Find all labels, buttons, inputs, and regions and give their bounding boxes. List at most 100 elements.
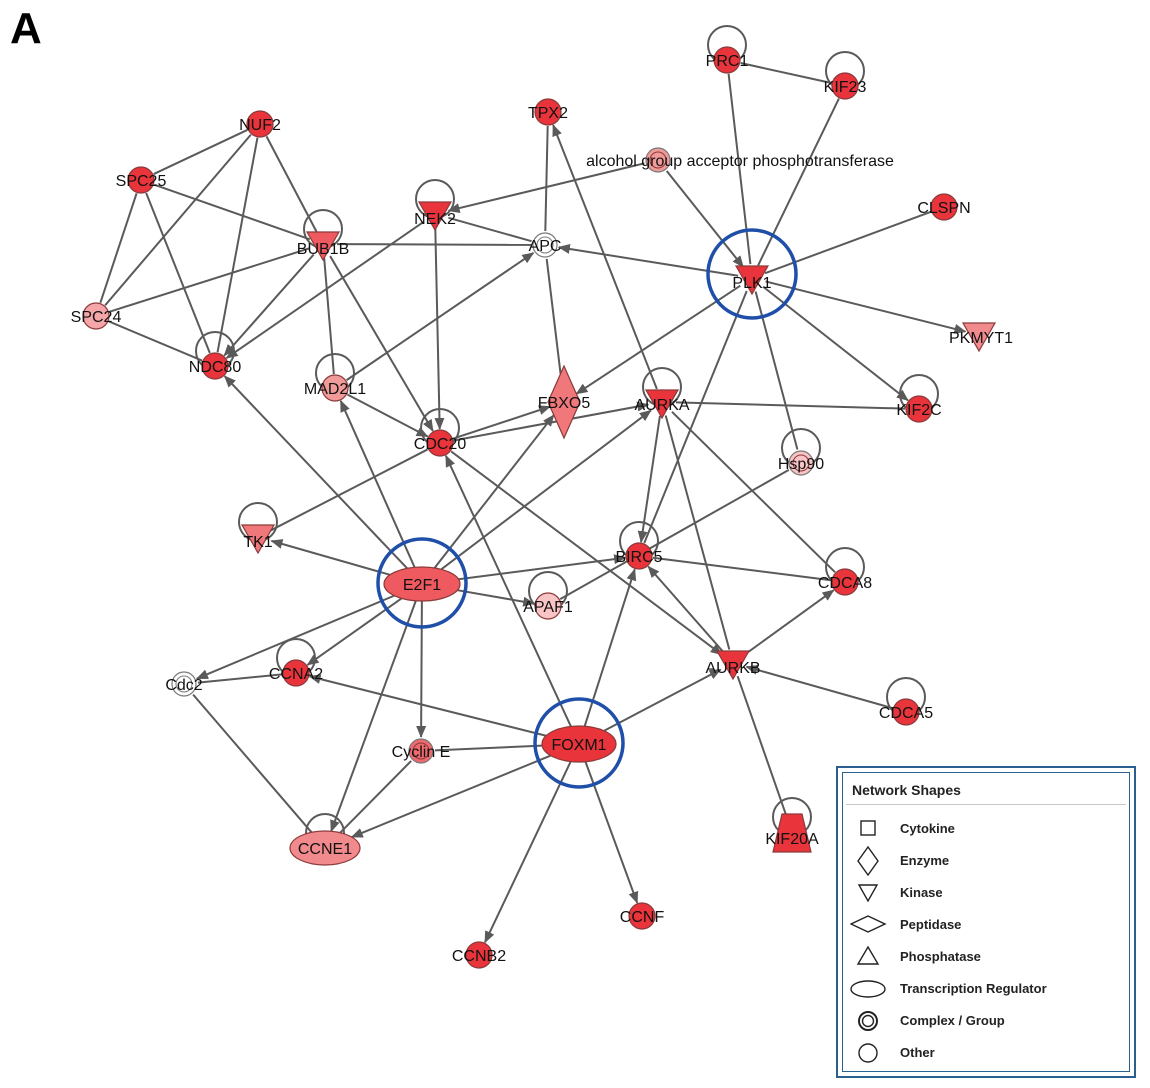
node-shape-nuf2 [246, 110, 274, 138]
node-ccnf[interactable]: CCNF [620, 902, 665, 930]
node-hsp90[interactable]: Hsp90 [778, 450, 824, 476]
legend-item-phosphatase: Phosphatase [850, 942, 1130, 972]
node-shape-kif2c [905, 395, 933, 423]
edge-bub1b-cdc20 [329, 255, 434, 432]
node-ndc80[interactable]: NDC80 [189, 352, 242, 380]
node-kif23[interactable]: KIF23 [824, 72, 867, 100]
node-label-aurkb: AURKB [705, 660, 760, 677]
node-spc24[interactable]: SPC24 [71, 302, 122, 330]
node-label-cycline: Cyclin E [392, 744, 451, 761]
node-cdc2[interactable]: Cdc2 [165, 671, 203, 697]
edge-nek2-ndc80 [225, 221, 425, 359]
node-label-plk1: PLK1 [732, 275, 771, 292]
node-label-nuf2: NUF2 [239, 117, 281, 134]
node-pkmyt1[interactable]: PKMYT1 [949, 322, 1013, 353]
node-birc5[interactable]: BIRC5 [615, 542, 663, 570]
node-apaf1[interactable]: APAF1 [523, 592, 573, 620]
node-aurka[interactable]: AURKA [634, 389, 690, 420]
node-spc25[interactable]: SPC25 [116, 166, 167, 194]
node-shape-tk1 [240, 524, 276, 555]
edge-plk1-clspn [764, 210, 932, 275]
node-kif20a[interactable]: KIF20A [765, 813, 819, 853]
edge-cdc20-tk1 [269, 448, 429, 532]
node-cdca5[interactable]: CDCA5 [879, 698, 933, 726]
node-clspn[interactable]: CLSPN [917, 193, 971, 221]
node-shape-kif20a [772, 813, 812, 853]
edge-foxm1-ccna2 [308, 674, 547, 737]
node-label-cdc20: CDC20 [414, 436, 467, 453]
node-label-tpx2: TPX2 [528, 105, 568, 122]
node-e2f1[interactable]: E2F1 [383, 566, 461, 602]
node-foxm1[interactable]: FOXM1 [541, 725, 617, 763]
node-nuf2[interactable]: NUF2 [239, 110, 281, 138]
legend-item-cytokine: Cytokine [850, 814, 1130, 844]
node-bub1b[interactable]: BUB1B [297, 231, 349, 262]
node-shape-ndc80 [201, 352, 229, 380]
edge-plk1-birc5 [643, 290, 748, 544]
square-shape-icon [860, 820, 876, 836]
edge-e2f1-apaf1 [457, 589, 536, 607]
node-shape-e2f1 [383, 566, 461, 602]
node-mad2l1[interactable]: MAD2L1 [304, 374, 366, 402]
edge-nuf2-spc24 [104, 133, 252, 307]
legend-label: Complex / Group [900, 1013, 1005, 1028]
edge-e2f1-ndc80 [223, 375, 408, 570]
edge-bub1b-apc [336, 243, 532, 246]
node-ccne1[interactable]: CCNE1 [289, 830, 361, 866]
node-ccnb2[interactable]: CCNB2 [452, 941, 506, 969]
panel-label: A [10, 4, 42, 53]
edge-e2f1-ccne1 [330, 600, 417, 833]
node-label-ccnf: CCNF [620, 909, 665, 926]
node-label-fbxo5: FBXO5 [538, 395, 591, 412]
node-cdca8[interactable]: CDCA8 [818, 568, 872, 596]
edge-aurkb-birc5 [647, 565, 725, 654]
node-shape-cdc20 [426, 429, 454, 457]
node-fbxo5[interactable]: FBXO5 [538, 364, 591, 440]
node-label-birc5: BIRC5 [615, 549, 662, 566]
node-tk1[interactable]: TK1 [240, 524, 276, 555]
node-cycline[interactable]: Cyclin E [392, 738, 451, 764]
node-label-ccna2: CCNA2 [269, 666, 323, 683]
legend-label: Peptidase [900, 917, 962, 932]
node-aurkb[interactable]: AURKB [705, 650, 761, 681]
node-label-aurka: AURKA [634, 397, 689, 414]
edge-prc1-kif23 [740, 62, 832, 84]
legend-inner-frame [842, 772, 1130, 1072]
edge-foxm1-ccnb2 [484, 761, 572, 944]
edge-e2f1-cycline [416, 600, 427, 739]
edge-plk1-kif2c [762, 285, 909, 402]
node-label-cdc2: Cdc2 [165, 677, 202, 694]
node-shape-kif23 [831, 72, 859, 100]
node-label-cdca5: CDCA5 [879, 705, 933, 722]
node-shape-tpx2 [534, 98, 562, 126]
edge-spc25-spc24 [99, 192, 138, 304]
node-label-agap: alcohol group acceptor phosphotransferas… [586, 153, 894, 170]
node-kif2c[interactable]: KIF2C [896, 395, 942, 423]
node-shape-apaf1 [534, 592, 562, 620]
node-shape-cdca5 [892, 698, 920, 726]
node-apc[interactable]: APC [529, 232, 562, 258]
node-shape-fbxo5 [547, 364, 581, 440]
legend-label: Transcription Regulator [900, 981, 1047, 996]
node-shape-apc [536, 236, 554, 254]
edge-apc-tpx2 [544, 125, 549, 232]
node-nek2[interactable]: NEK2 [414, 201, 456, 232]
node-shape-aurka [644, 389, 680, 420]
node-tpx2[interactable]: TPX2 [528, 98, 568, 126]
complex-shape-icon [858, 1011, 878, 1031]
highlight-ring-plk1 [706, 228, 798, 320]
node-shape-ccnf [628, 902, 656, 930]
node-agap[interactable]: alcohol group acceptor phosphotransferas… [586, 147, 894, 173]
node-prc1[interactable]: PRC1 [706, 46, 749, 74]
node-shape-prc1 [713, 46, 741, 74]
node-label-spc24: SPC24 [71, 309, 122, 326]
node-shape-ccne1 [289, 830, 361, 866]
node-plk1[interactable]: PLK1 [732, 265, 772, 296]
node-ccna2[interactable]: CCNA2 [269, 659, 323, 687]
legend-item-other: Other [850, 1038, 1130, 1068]
node-shape-cdca8 [831, 568, 859, 596]
node-label-bub1b: BUB1B [297, 241, 349, 258]
node-cdc20[interactable]: CDC20 [414, 429, 467, 457]
legend-label: Other [900, 1045, 935, 1060]
